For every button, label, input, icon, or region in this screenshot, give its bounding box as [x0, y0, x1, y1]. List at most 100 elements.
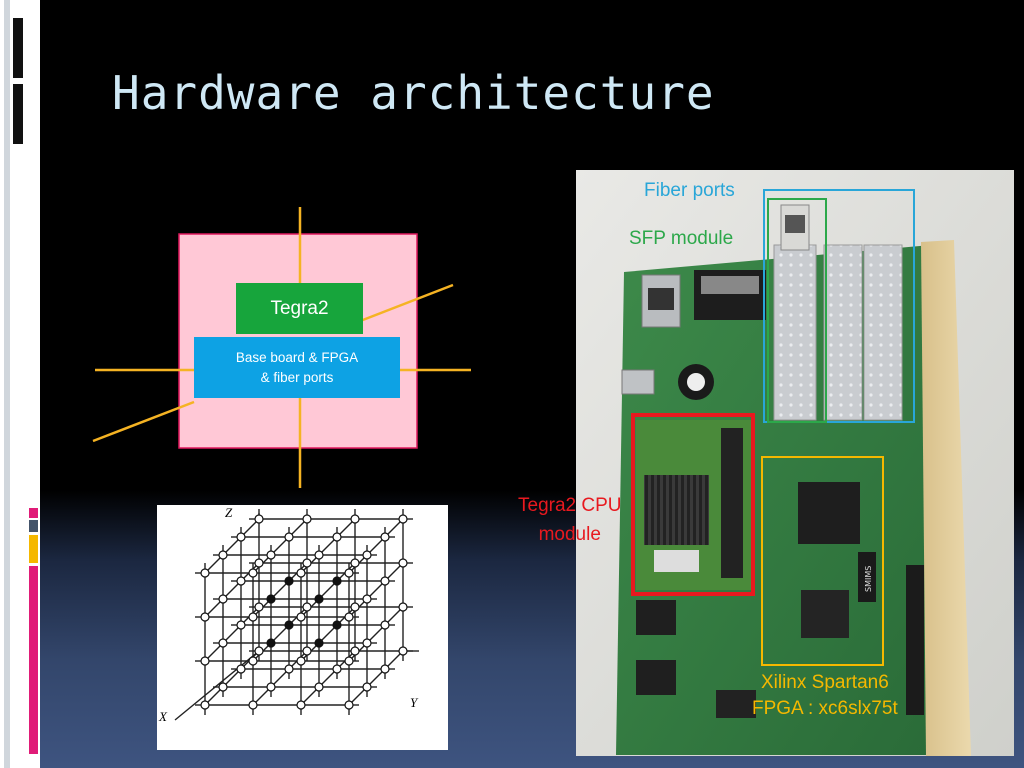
- wood-frame: [921, 240, 971, 756]
- baseboard-label-line1: Base board & FPGA: [235, 349, 359, 365]
- mesh-node: [236, 620, 246, 630]
- mesh-node: [302, 558, 312, 568]
- tegra2-block: Tegra2: [236, 283, 363, 334]
- mesh-node-inner: [314, 594, 324, 604]
- mesh-node: [350, 602, 360, 612]
- smims-label: SMIMS: [864, 566, 873, 592]
- mesh-node: [380, 576, 390, 586]
- mesh-node: [236, 532, 246, 542]
- annotation-sfp-module: SFP module: [629, 228, 734, 249]
- mesh-node: [266, 682, 276, 692]
- usb-port: [621, 369, 655, 395]
- fpga-chip-large: [798, 482, 860, 544]
- mesh-node: [248, 700, 258, 710]
- fpga-box: [761, 456, 884, 666]
- mesh-node: [218, 682, 228, 692]
- mesh-node: [314, 682, 324, 692]
- axis-z-label: Z: [225, 505, 233, 520]
- mesh-node: [332, 532, 342, 542]
- mesh-node: [284, 532, 294, 542]
- mesh-node-inner: [314, 638, 324, 648]
- mesh-node: [248, 656, 258, 666]
- node-links: [92, 207, 471, 488]
- mesh-node: [254, 602, 264, 612]
- mesh-node: [200, 568, 210, 578]
- slide-title: Hardware architecture: [112, 66, 715, 120]
- mesh-edge: [174, 650, 260, 721]
- mesh-node: [254, 558, 264, 568]
- annotation-tegra-line2: module: [538, 524, 601, 545]
- mesh-node: [302, 602, 312, 612]
- strip-mark: [13, 18, 23, 78]
- mesh-node: [218, 594, 228, 604]
- mesh-node: [398, 602, 408, 612]
- fpga-chip-small: [801, 590, 849, 638]
- mesh-node: [248, 612, 258, 622]
- mesh-node: [350, 646, 360, 656]
- mesh-node: [266, 550, 276, 560]
- mesh-node: [302, 514, 312, 524]
- strip-line: [4, 0, 10, 768]
- mesh-node: [362, 550, 372, 560]
- axis-x-label: X: [158, 709, 168, 724]
- mesh-node: [200, 612, 210, 622]
- mesh-node-inner: [332, 620, 342, 630]
- 3d-mesh-svg: Z X Y: [158, 505, 419, 724]
- accent-bar-gray: [29, 520, 38, 532]
- accent-bar-yellow: [29, 535, 38, 563]
- mesh-node: [254, 646, 264, 656]
- tegra2-label: Tegra2: [270, 297, 329, 319]
- mesh-node-inner: [284, 576, 294, 586]
- mesh-node: [380, 664, 390, 674]
- mesh-node: [344, 612, 354, 622]
- mesh-node-inner: [266, 638, 276, 648]
- cpu-heatsink: [644, 475, 709, 545]
- mesh-node: [284, 664, 294, 674]
- mesh-node: [380, 620, 390, 630]
- mesh-node: [218, 638, 228, 648]
- mesh-node: [344, 656, 354, 666]
- header-connector: [906, 565, 924, 715]
- mesh-node: [398, 514, 408, 524]
- mesh-nodes: [200, 514, 408, 710]
- mesh-node: [296, 700, 306, 710]
- mesh-node: [248, 568, 258, 578]
- mesh-node: [362, 682, 372, 692]
- mesh-node: [200, 656, 210, 666]
- axis-y-label: Y: [410, 695, 419, 710]
- mesh-node: [314, 550, 324, 560]
- mesh-node: [344, 568, 354, 578]
- 3d-mesh-figure: Z X Y: [157, 505, 448, 750]
- tegra-cpu-box: [631, 413, 755, 596]
- link-diag-down: [92, 400, 195, 443]
- mesh-node-inner: [284, 620, 294, 630]
- mesh-node: [254, 514, 264, 524]
- sfp-cages: [773, 204, 903, 421]
- slide-left-strip: [0, 0, 40, 768]
- mesh-node: [296, 612, 306, 622]
- mesh-node: [362, 594, 372, 604]
- annotation-fiber-ports: Fiber ports: [644, 180, 735, 201]
- mesh-node: [350, 514, 360, 524]
- sfp-module-box: [767, 198, 827, 423]
- mesh-node: [200, 700, 210, 710]
- mesh-node: [362, 638, 372, 648]
- baseboard-label-line2: & fiber ports: [260, 369, 334, 385]
- annotation-fpga-line1: Xilinx Spartan6: [760, 672, 889, 693]
- mesh-node: [398, 558, 408, 568]
- annotation-fpga-line2: FPGA : xc6slx75t: [752, 698, 898, 719]
- mesh-node: [344, 700, 354, 710]
- accent-bar-pink: [29, 508, 38, 518]
- board-photo-svg: SMIMS: [576, 170, 1014, 756]
- mesh-node: [296, 656, 306, 666]
- mesh-node: [296, 568, 306, 578]
- baseboard-block: Base board & FPGA & fiber ports: [194, 337, 400, 398]
- mesh-node: [398, 646, 408, 656]
- mesh-node: [236, 576, 246, 586]
- hardware-board-photo: SMIMS: [576, 170, 1014, 756]
- mesh-node: [332, 664, 342, 674]
- mesh-node: [236, 664, 246, 674]
- strip-mark: [13, 84, 23, 144]
- annotation-fpga: Xilinx Spartan6 FPGA : xc6slx75t: [752, 670, 898, 722]
